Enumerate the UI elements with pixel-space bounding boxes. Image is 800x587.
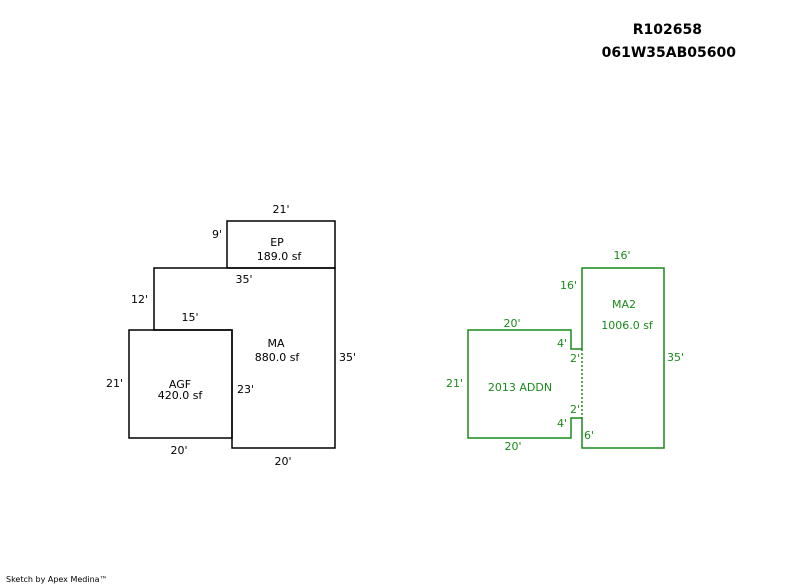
ma-area: 880.0 sf	[255, 351, 301, 364]
ma-inner-side-dim: 23'	[237, 383, 254, 396]
ma-right-dim: 35'	[339, 351, 356, 364]
map-tax-lot: 061W35AB05600	[601, 45, 736, 61]
ma-bottom-dim: 20'	[274, 455, 291, 468]
ep-name: EP	[270, 236, 284, 249]
addn-notch-bottom-dim: 4'	[557, 417, 567, 430]
ma-top-dim: 35'	[235, 273, 252, 286]
ma2-name: MA2	[612, 298, 636, 311]
sketch-credit: Sketch by Apex Medina™	[6, 575, 108, 584]
account-number: R102658	[632, 22, 702, 38]
addn-top-dim: 20'	[503, 317, 520, 330]
agf-name: AGF	[169, 378, 191, 391]
agf-outline	[128, 329, 233, 439]
addn-jog-top-dim: 2'	[570, 352, 580, 365]
addn-name: 2013 ADDN	[488, 381, 552, 394]
ma-name: MA	[267, 337, 284, 350]
ep-top-dim: 21'	[272, 203, 289, 216]
addn-left-dim: 21'	[446, 377, 463, 390]
addn-bottom-dim: 20'	[504, 440, 521, 453]
ma-inner-top-dim: 15'	[181, 311, 198, 324]
ma2-top-dim: 16'	[613, 249, 630, 262]
addn-notch-top-dim: 4'	[557, 337, 567, 350]
ep-left-dim: 9'	[212, 228, 222, 241]
ep-area: 189.0 sf	[257, 250, 303, 263]
ma-left-dim: 12'	[131, 293, 148, 306]
ma2-left-dim: 16'	[560, 279, 577, 292]
ma-outline	[153, 267, 336, 449]
agf-area: 420.0 sf	[158, 389, 204, 402]
agf-left-dim: 21'	[106, 377, 123, 390]
addn-jog-bottom-dim: 2'	[570, 403, 580, 416]
agf-bottom-dim: 20'	[170, 444, 187, 457]
ma2-bottom-dim: 6'	[584, 429, 594, 442]
ma2-right-dim: 35'	[667, 351, 684, 364]
ma2-area: 1006.0 sf	[601, 319, 654, 332]
